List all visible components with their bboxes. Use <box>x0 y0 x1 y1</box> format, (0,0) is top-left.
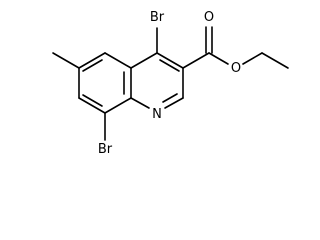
bond-c2-n1 <box>164 97 184 109</box>
bond-c5-c6-inner <box>82 59 103 72</box>
atom-label-br-top: Br <box>150 10 165 25</box>
bond-ch2-ch3 <box>261 52 289 69</box>
bond-c4-c3 <box>156 52 184 69</box>
molecule-drawing: Br Br N O O <box>52 10 289 157</box>
structure-canvas: Br Br N O O <box>52 10 289 157</box>
atom-label-br-bottom: Br <box>98 142 113 157</box>
bond-c7-c8 <box>78 97 106 114</box>
bond-carbonyl-o-ether <box>208 52 229 65</box>
bond-c8-c8a <box>104 97 132 114</box>
atom-label-nitrogen: N <box>152 107 162 122</box>
bond-n1-c8a <box>130 97 150 109</box>
bond-c5-c6 <box>78 52 106 69</box>
bond-c2-n1-inner <box>162 93 178 103</box>
bond-c7-c8-inner <box>82 94 103 107</box>
bond-o-ch2 <box>242 52 263 65</box>
atom-label-carbonyl-oxygen: O <box>204 10 214 25</box>
bond-c4-c3-inner <box>159 59 180 72</box>
bond-c3-carbonyl <box>182 52 210 69</box>
bond-c4a-c4 <box>130 52 158 69</box>
bond-c4a-c5 <box>104 52 132 69</box>
bond-c6-methyl <box>52 52 80 69</box>
atom-label-ether-oxygen: O <box>231 61 241 76</box>
